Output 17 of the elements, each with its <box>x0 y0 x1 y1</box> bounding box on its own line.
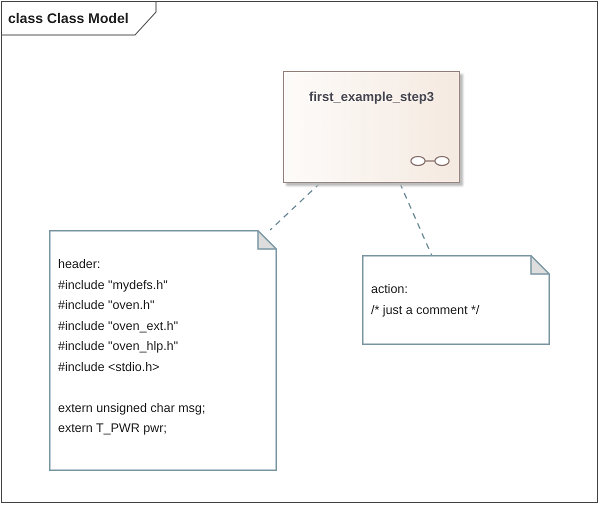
note-text: extern unsigned char msg; <box>58 400 206 417</box>
note-text: header: <box>58 256 100 273</box>
note-text: /* just a comment */ <box>371 302 480 319</box>
note-shape <box>49 230 277 471</box>
note-text: #include "oven_ext.h" <box>58 318 178 334</box>
note-text: #include "mydefs.h" <box>58 276 168 294</box>
class-name: first_example_step3 <box>308 88 435 106</box>
note-text: extern T_PWR pwr; <box>58 420 167 437</box>
dashed-connector <box>399 182 432 256</box>
note-text: #include "oven.h" <box>58 297 154 314</box>
note-shape <box>362 255 550 345</box>
frame-title: class Class Model <box>8 9 129 28</box>
dashed-connector <box>270 182 321 230</box>
note-text: #include <stdio.h> <box>58 358 160 376</box>
note-text: #include "oven_hlp.h" <box>58 338 178 355</box>
class-box <box>283 71 460 183</box>
note-text: action: <box>371 281 408 298</box>
